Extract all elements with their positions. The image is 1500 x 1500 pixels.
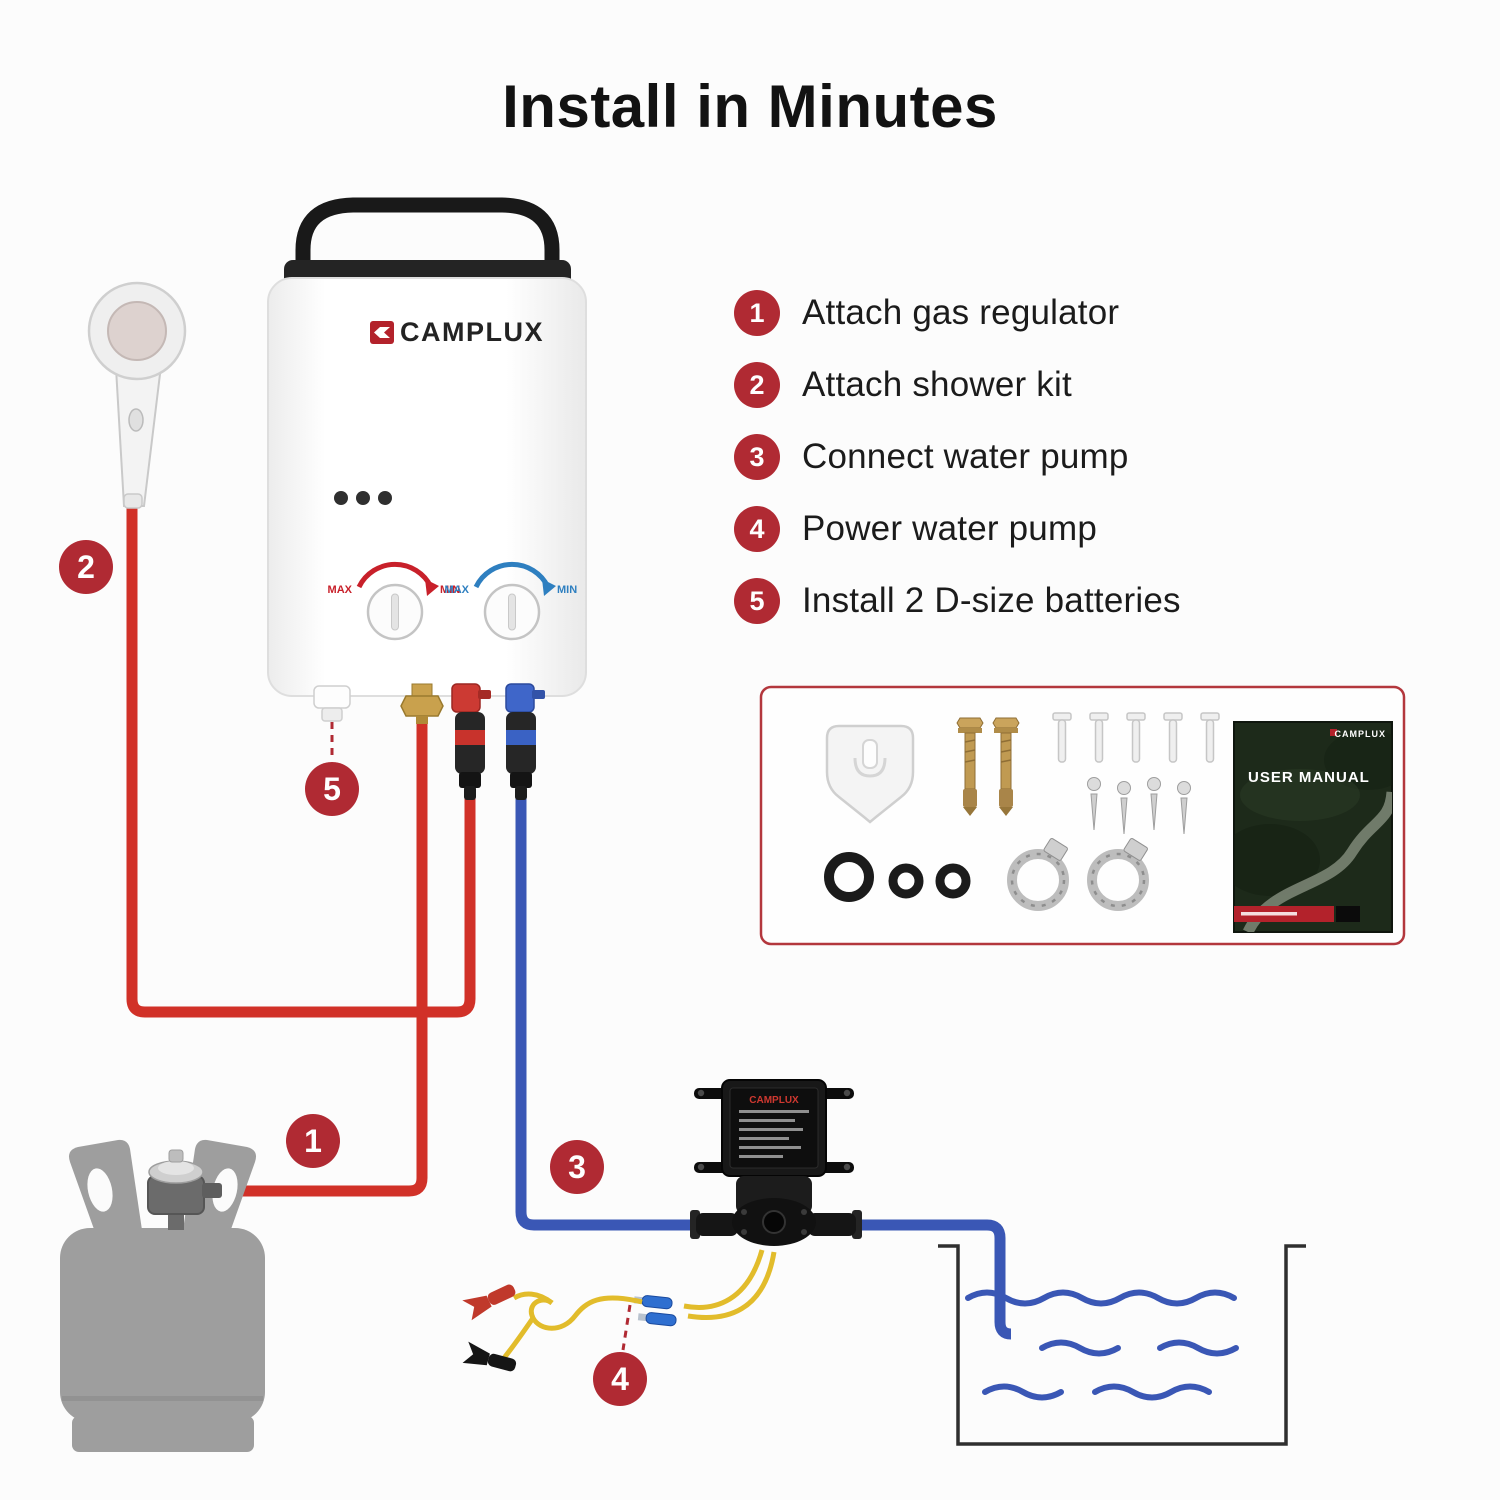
step-item: 4 Power water pump	[734, 506, 1181, 552]
step-label: Attach gas regulator	[802, 293, 1120, 332]
step-item: 2 Attach shower kit	[734, 362, 1181, 408]
knob-max-label: MAX	[328, 584, 353, 596]
step-number-badge: 2	[734, 362, 780, 408]
heater-logo: CAMPLUX	[370, 317, 544, 347]
cold-water-hose-in	[515, 798, 718, 1231]
callout-badge-1: 1	[286, 1114, 340, 1168]
right-knob[interactable]: MAX MIN	[445, 562, 578, 641]
screw	[1087, 777, 1191, 835]
hose-clamp	[1007, 838, 1069, 911]
svg-text:1: 1	[304, 1123, 322, 1159]
shower-head	[87, 281, 187, 509]
left-knob[interactable]: MAX MIN	[328, 562, 461, 641]
step-item: 5 Install 2 D-size batteries	[734, 578, 1181, 624]
power-wires	[462, 1249, 777, 1377]
svg-text:3: 3	[568, 1149, 586, 1185]
pump-brand-text: CAMPLUX	[749, 1095, 799, 1106]
callout-badge-3: 3	[550, 1140, 604, 1194]
battery-clip-black[interactable]	[462, 1341, 519, 1377]
hot-quick-connector	[455, 712, 485, 800]
gas-regulator	[147, 1149, 222, 1230]
water-container	[938, 1244, 1306, 1446]
o-ring	[824, 852, 971, 902]
wall-anchor	[1052, 712, 1220, 763]
expansion-bolt	[956, 717, 984, 816]
water-heater: CAMPLUX MAX MIN MAX MIN	[267, 197, 587, 800]
battery-clip-red[interactable]	[462, 1278, 518, 1321]
dashed-leader-4	[621, 1304, 632, 1351]
gas-tank	[60, 1139, 265, 1452]
gas-inlet-fitting	[400, 683, 444, 724]
callout-badge-5: 5	[305, 762, 359, 816]
step-label: Attach shower kit	[802, 365, 1072, 404]
knob-min-label: MIN	[440, 584, 460, 596]
battery-compartment-cap[interactable]	[313, 685, 351, 722]
water-pump: CAMPLUX	[690, 1079, 862, 1246]
step-item: 1 Attach gas regulator	[734, 290, 1181, 336]
svg-text:2: 2	[77, 549, 95, 585]
cold-water-valve[interactable]	[505, 683, 545, 713]
hose-clamp	[1087, 838, 1149, 911]
expansion-bolt	[992, 717, 1020, 816]
step-number-badge: 4	[734, 506, 780, 552]
step-label: Install 2 D-size batteries	[802, 581, 1181, 620]
wire-connector	[637, 1312, 677, 1327]
step-number-badge: 3	[734, 434, 780, 480]
step-number-badge: 5	[734, 578, 780, 624]
step-label: Connect water pump	[802, 437, 1129, 476]
cold-quick-connector	[506, 712, 536, 800]
svg-text:5: 5	[323, 771, 341, 807]
pump-label: CAMPLUX	[729, 1087, 819, 1169]
step-label: Power water pump	[802, 509, 1097, 548]
shower-bracket	[825, 724, 915, 824]
gas-hose	[218, 710, 428, 1197]
knob-min-label: MIN	[557, 584, 577, 596]
user-manual: CAMPLUX USER MANUAL	[1233, 721, 1393, 933]
manual-title: USER MANUAL	[1248, 769, 1370, 786]
status-dots	[334, 491, 392, 505]
knob-max-label: MAX	[445, 584, 470, 596]
svg-text:4: 4	[611, 1361, 629, 1397]
hot-water-valve[interactable]	[451, 683, 491, 713]
page-title: Install in Minutes	[502, 73, 998, 140]
shower-button	[128, 408, 144, 432]
water-waves	[965, 1289, 1239, 1401]
callout-badge-2: 2	[59, 540, 113, 594]
heater-brand-text: CAMPLUX	[400, 317, 544, 347]
steps-list: 1 Attach gas regulator 2 Attach shower k…	[734, 290, 1181, 624]
cold-water-hose-out	[840, 1219, 1012, 1340]
shower-hose	[126, 498, 476, 1018]
heater-handle	[295, 197, 560, 300]
step-number-badge: 1	[734, 290, 780, 336]
callout-badge-4: 4	[593, 1352, 647, 1406]
manual-brand-text: CAMPLUX	[1335, 729, 1387, 739]
step-item: 3 Connect water pump	[734, 434, 1181, 480]
parts-kit-box: CAMPLUX USER MANUAL	[759, 685, 1406, 946]
